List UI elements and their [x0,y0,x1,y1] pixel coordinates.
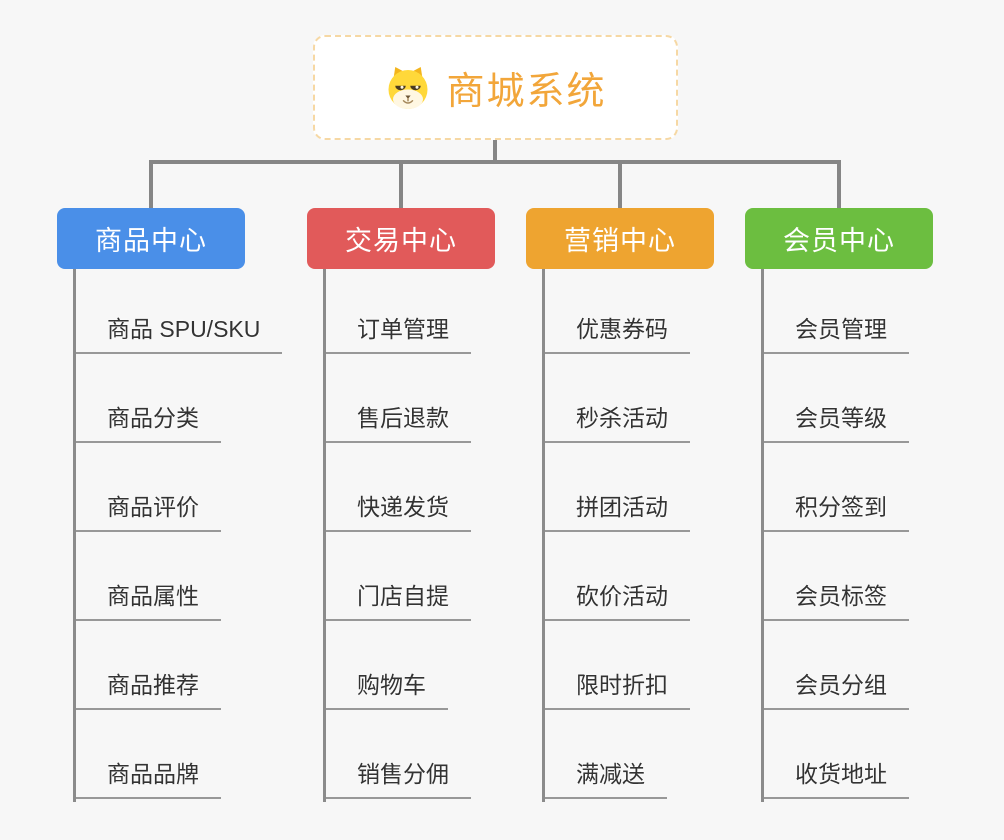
child-node[interactable]: 满减送 [545,755,667,799]
branch-children-trade: 订单管理 售后退款 快递发货 门店自提 购物车 销售分佣 [323,269,553,802]
child-node[interactable]: 收货地址 [764,755,909,799]
child-node[interactable]: 拼团活动 [545,488,690,532]
branch-node-product[interactable]: 商品中心 [57,208,245,269]
child-node[interactable]: 门店自提 [326,577,471,621]
child-node[interactable]: 销售分佣 [326,755,471,799]
child-node[interactable]: 积分签到 [764,488,909,532]
child-node[interactable]: 商品推荐 [76,666,221,710]
connector-drop-member [837,160,841,208]
branch-node-member[interactable]: 会员中心 [745,208,933,269]
connector-drop-marketing [618,160,622,208]
branch-children-marketing: 优惠券码 秒杀活动 拼团活动 砍价活动 限时折扣 满减送 [542,269,772,802]
child-node[interactable]: 砍价活动 [545,577,690,621]
branch-children-member: 会员管理 会员等级 积分签到 会员标签 会员分组 收货地址 [761,269,991,802]
child-node[interactable]: 秒杀活动 [545,399,690,443]
child-node[interactable]: 会员分组 [764,666,909,710]
child-node[interactable]: 限时折扣 [545,666,690,710]
child-node[interactable]: 商品分类 [76,399,221,443]
connector-drop-product [149,160,153,208]
child-node[interactable]: 商品评价 [76,488,221,532]
child-node[interactable]: 商品 SPU/SKU [76,310,283,354]
child-node[interactable]: 购物车 [326,666,448,710]
root-node[interactable]: 商城系统 [313,35,678,140]
child-node[interactable]: 订单管理 [326,310,471,354]
child-node[interactable]: 售后退款 [326,399,471,443]
child-node[interactable]: 快递发货 [326,488,471,532]
child-node[interactable]: 商品属性 [76,577,221,621]
child-node[interactable]: 商品品牌 [76,755,221,799]
branch-node-trade[interactable]: 交易中心 [307,208,495,269]
connector-root-stub [493,140,497,164]
child-node[interactable]: 优惠券码 [545,310,690,354]
dog-icon [384,64,432,112]
branch-node-marketing[interactable]: 营销中心 [526,208,714,269]
branch-children-product: 商品 SPU/SKU 商品分类 商品评价 商品属性 商品推荐 商品品牌 [73,269,303,802]
connector-drop-trade [399,160,403,208]
root-label: 商城系统 [446,71,607,113]
child-node[interactable]: 会员标签 [764,577,909,621]
child-node[interactable]: 会员等级 [764,399,909,443]
connector-bus [149,160,841,164]
child-node[interactable]: 会员管理 [764,310,909,354]
